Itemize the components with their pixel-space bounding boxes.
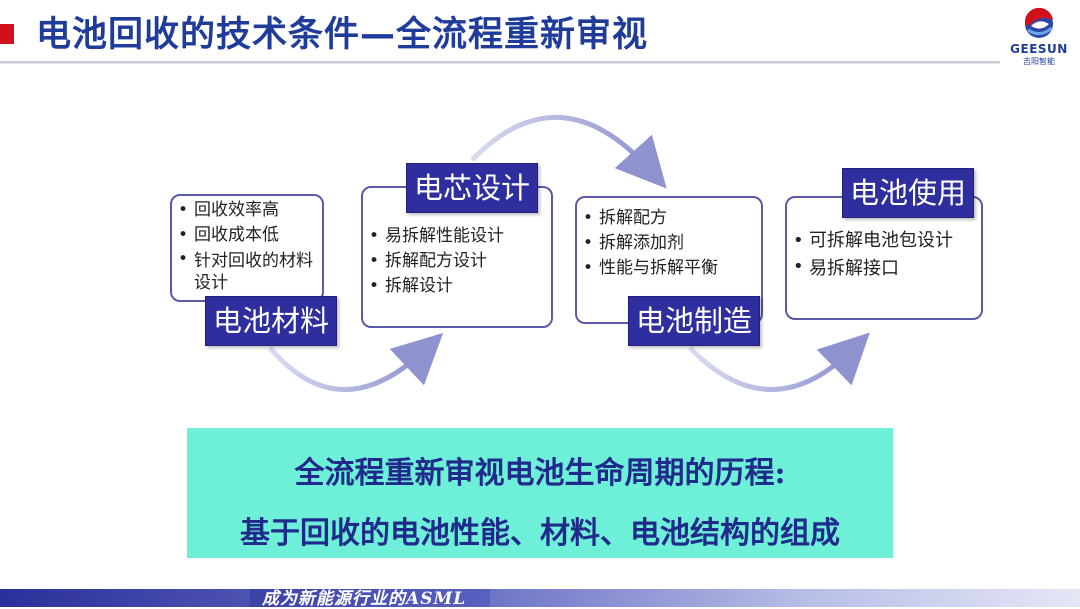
footer-bar [0, 589, 1080, 607]
arrow-arc-2 [470, 115, 667, 189]
stage-label-manufacturing: 电池制造 [628, 296, 760, 346]
list-item: 回收效率高 [172, 198, 322, 223]
list-item: 针对回收的材料设计 [172, 248, 322, 294]
stage-label-materials: 电池材料 [205, 296, 337, 346]
list-item: 易拆解接口 [787, 253, 981, 283]
arrow-arc-1 [268, 332, 444, 392]
list-item: 回收成本低 [172, 223, 322, 248]
company-logo: GEESUN 吉阳智能 [1000, 4, 1078, 68]
logo-text: GEESUN [1010, 42, 1068, 56]
footer-slogan-background [250, 589, 490, 607]
stage-label-usage: 电池使用 [842, 168, 974, 218]
title-divider [0, 61, 1000, 64]
list-item: 可拆解电池包设计 [787, 228, 981, 253]
summary-panel: 全流程重新审视电池生命周期的历程: 基于回收的电池性能、材料、电池结构的组成 [187, 428, 893, 558]
list-item: 拆解添加剂 [577, 231, 761, 256]
arrow-arc-3 [688, 332, 870, 392]
stage-box-materials: 回收效率高 回收成本低 针对回收的材料设计 [170, 194, 324, 302]
list-item: 拆解配方设计 [363, 249, 551, 274]
list-item: 易拆解性能设计 [363, 224, 551, 249]
footer-slogan: 成为新能源行业的ASML [262, 589, 467, 609]
logo-subtext: 吉阳智能 [1023, 57, 1055, 66]
summary-line-1: 全流程重新审视电池生命周期的历程: [294, 456, 786, 491]
page-title: 电池回收的技术条件—全流程重新审视 [36, 15, 649, 55]
list-item: 性能与拆解平衡 [577, 256, 761, 281]
summary-line-2: 基于回收的电池性能、材料、电池结构的组成 [240, 516, 840, 551]
list-item: 拆解配方 [577, 206, 761, 231]
title-marker [0, 24, 14, 44]
list-item: 拆解设计 [363, 274, 551, 299]
stage-label-cell-design: 电芯设计 [406, 163, 538, 213]
logo-swirl-icon [1024, 7, 1053, 38]
